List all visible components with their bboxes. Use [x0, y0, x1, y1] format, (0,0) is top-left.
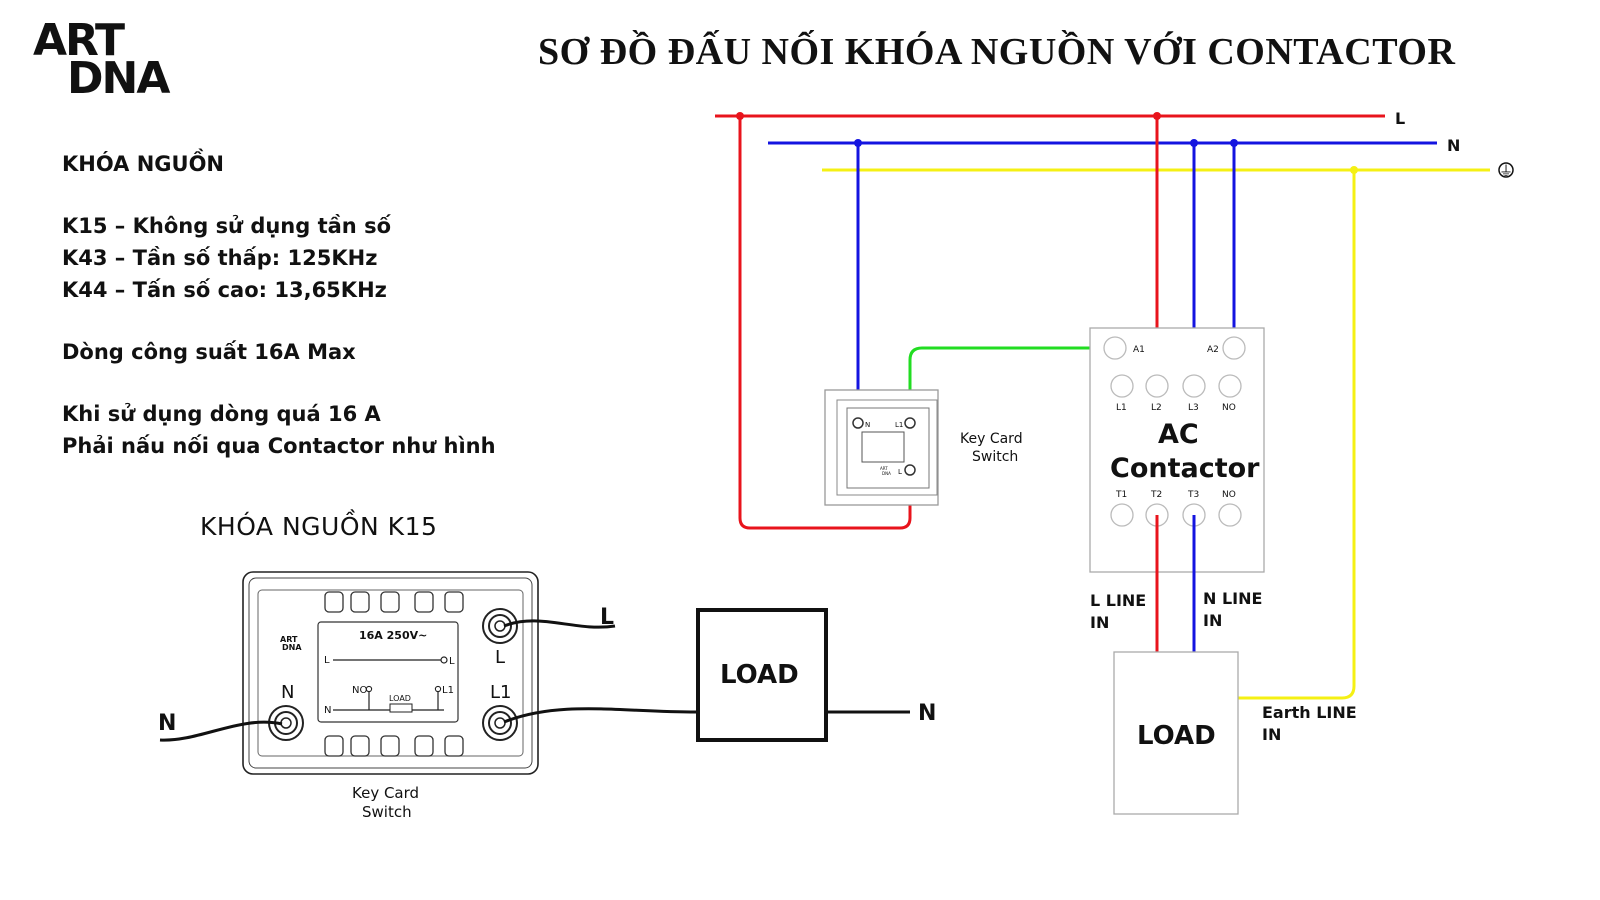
terminal-L1-screw	[482, 705, 518, 741]
bottom-term-3: T3	[1187, 490, 1199, 500]
terminal-L-screw	[482, 608, 518, 644]
info-k43: K43 – Tần số thấp: 125KHz	[62, 246, 378, 270]
page-title: SƠ ĐỒ ĐẤU NỐI KHÓA NGUỒN VỚI CONTACTOR	[538, 31, 1456, 73]
top-term-2: L2	[1151, 403, 1162, 413]
wire-N-in	[159, 720, 283, 742]
inner-label-L-right: L	[449, 656, 455, 667]
info-panel: KHÓA NGUỒN K15 – Không sử dụng tần số K4…	[62, 148, 496, 462]
switch-rating: 16A 250V~	[359, 629, 427, 642]
info-k15: K15 – Không sử dụng tần số	[62, 214, 391, 238]
bus-label-L: L	[1395, 109, 1405, 128]
coil-label-A1: A1	[1133, 345, 1145, 355]
left-load-box	[696, 608, 828, 742]
small-switch-logo-2: DNA	[882, 471, 891, 476]
small-switch-N: N	[865, 421, 870, 429]
key-card-switch-small: N L1 L ART DNA	[824, 389, 939, 506]
l-line-label-1: L LINE	[1090, 591, 1146, 610]
earth-line-label-1: Earth LINE	[1262, 703, 1357, 722]
top-term-3: L3	[1188, 403, 1199, 413]
coil-label-A2: A2	[1207, 345, 1219, 355]
contactor-label-1: AC	[1158, 419, 1199, 450]
switch-logo-line2: DNA	[282, 643, 302, 652]
right-load-box	[1113, 651, 1239, 815]
switch-label-line2: Switch	[972, 449, 1018, 465]
bottom-term-2: T2	[1150, 490, 1162, 500]
small-switch-L1: L1	[895, 421, 903, 429]
switch-logo-line1: ART	[280, 635, 298, 644]
ac-contactor: A1 A2 L1 L2 L3 NO AC Contactor T1 T2 T3 …	[1089, 327, 1265, 573]
junction-neutral-1	[854, 139, 862, 147]
wire-L1-to-load	[503, 707, 697, 724]
k15-diagram-title: KHÓA NGUỒN K15	[200, 512, 438, 541]
small-switch-logo-1: ART	[880, 466, 888, 471]
terminal-label-L: L	[495, 647, 505, 668]
coil-terminal-A1	[1103, 336, 1127, 360]
inner-label-L: L	[324, 655, 330, 666]
inner-label-load: LOAD	[389, 694, 411, 703]
inner-label-N: N	[324, 705, 331, 716]
bus-label-N: N	[1447, 136, 1460, 155]
terminal-label-N: N	[281, 682, 294, 703]
terminal-label-L1: L1	[490, 682, 511, 703]
k15-switch: ART DNA 16A 250V~ L L NO L1 N LOAD L N L…	[242, 571, 539, 775]
right-load-label: LOAD	[1137, 721, 1216, 751]
logo-line1: ART	[33, 15, 125, 66]
l-line-label-2: IN	[1090, 613, 1109, 632]
junction-live-2	[1153, 112, 1161, 120]
inner-label-L1: L1	[442, 685, 454, 696]
coil-terminal-A2	[1222, 336, 1246, 360]
earth-symbol-ring	[1498, 162, 1514, 178]
left-load-label: LOAD	[720, 660, 799, 690]
small-switch-L: L	[898, 468, 902, 476]
switch-label-line1: Key Card	[960, 431, 1023, 447]
junction-live-1	[736, 112, 744, 120]
info-power: Dòng công suất 16A Max	[62, 340, 356, 364]
earth-line-label-2: IN	[1262, 725, 1281, 744]
top-term-1: L1	[1116, 403, 1127, 413]
contactor-label-2: Contactor	[1110, 453, 1260, 484]
n-line-label-1: N LINE	[1203, 589, 1262, 608]
wire-control-to-A1	[908, 346, 1115, 423]
info-warning-2: Phải nấu nối qua Contactor như hình	[62, 434, 496, 458]
junction-neutral-3	[1230, 139, 1238, 147]
left-caption-line2: Switch	[362, 803, 412, 821]
artdna-logo: ART DNA	[33, 19, 170, 104]
wire-L-left	[503, 619, 616, 629]
inner-label-NO: NO	[352, 685, 367, 696]
wire-label-L: L	[600, 605, 614, 630]
junction-neutral-2	[1190, 139, 1198, 147]
wire-earth-to-load	[1238, 170, 1356, 700]
wire-label-N-in: N	[158, 711, 176, 736]
junction-earth	[1350, 166, 1358, 174]
wire-label-N-out: N	[918, 701, 936, 726]
terminal-N-screw	[268, 705, 304, 741]
top-term-4: NO	[1222, 403, 1236, 413]
info-heading: KHÓA NGUỒN	[62, 152, 224, 176]
bottom-term-1: T1	[1115, 490, 1127, 500]
wire-live-to-switch	[738, 116, 912, 530]
left-caption-line1: Key Card	[352, 784, 419, 802]
bottom-term-4: NO	[1222, 490, 1236, 500]
earth-symbol: ⏚	[1499, 164, 1513, 180]
info-k44: K44 – Tấn số cao: 13,65KHz	[62, 278, 387, 302]
n-line-label-2: IN	[1203, 611, 1222, 630]
info-warning-1: Khi sử dụng dòng quá 16 A	[62, 402, 381, 426]
logo-line2: DNA	[67, 53, 170, 104]
